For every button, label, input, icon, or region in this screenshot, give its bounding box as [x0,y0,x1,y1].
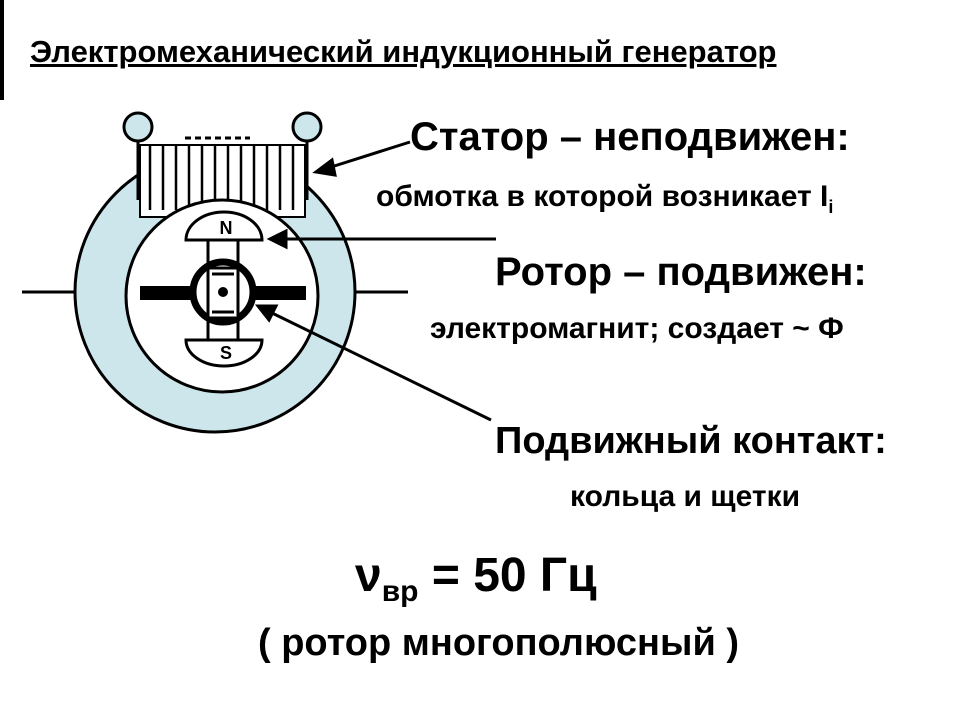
slip-rings [189,258,257,326]
stator-description: обмотка в которой возникает Ii [376,180,833,218]
rotor-note: ( ротор многополюсный ) [258,622,740,664]
pointer-arrows [254,140,496,422]
current-subscript: i [828,197,834,217]
stator-description-text: обмотка в которой возникает I [376,180,829,213]
frequency-formula: νвр = 50 Гц [355,548,597,608]
south-label: S [220,343,232,363]
winding-terminals [122,111,323,200]
slide-title: Электромеханический индукционный генерат… [30,34,777,69]
rotor-heading: Ротор – подвижен: [495,250,867,294]
stator-heading: Статор – неподвижен: [410,115,850,159]
frequency-symbol: ν [355,549,382,602]
slide-corner-bar [0,0,4,100]
frequency-value: = 50 Гц [418,549,597,602]
north-label: N [220,218,233,238]
rotor-description: электромагнит; создает ~ Ф [430,312,844,345]
contact-heading: Подвижный контакт: [495,420,887,462]
frequency-subscript: вр [381,575,419,608]
contact-description: кольца и щетки [570,480,801,513]
